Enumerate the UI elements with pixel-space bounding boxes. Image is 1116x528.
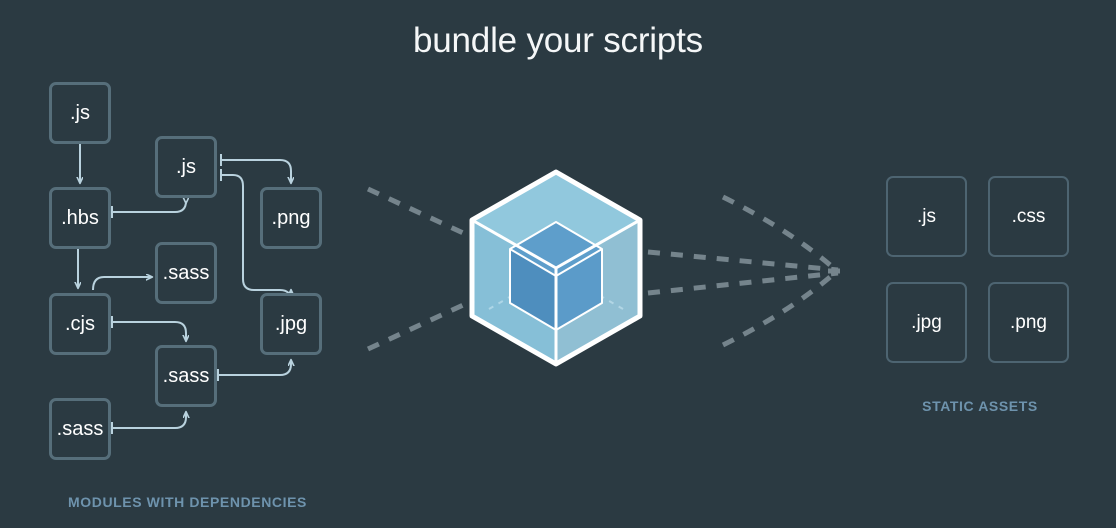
modules-caption: MODULES WITH DEPENDENCIES — [67, 494, 307, 510]
module-box-png[interactable]: .png — [260, 187, 322, 249]
asset-label: .css — [1011, 205, 1046, 227]
module-box-js-1[interactable]: .js — [49, 82, 111, 144]
module-label: .hbs — [61, 206, 99, 229]
module-label: .sass — [56, 417, 104, 440]
asset-box-js[interactable]: .js — [886, 176, 967, 257]
webpack-cube-logo — [469, 169, 643, 367]
module-box-hbs[interactable]: .hbs — [49, 187, 111, 249]
module-box-cjs[interactable]: .cjs — [49, 293, 111, 355]
outbound-dashed-arrow — [647, 194, 851, 348]
module-box-js-2[interactable]: .js — [155, 136, 217, 198]
asset-box-jpg[interactable]: .jpg — [886, 282, 967, 363]
asset-label: .jpg — [911, 311, 942, 333]
asset-box-png[interactable]: .png — [988, 282, 1069, 363]
module-label: .png — [271, 206, 311, 229]
asset-label: .js — [917, 205, 936, 227]
asset-box-css[interactable]: .css — [988, 176, 1069, 257]
module-box-sass-3[interactable]: .sass — [49, 398, 111, 460]
page-title: bundle your scripts — [413, 21, 703, 60]
module-label: .cjs — [65, 312, 95, 335]
module-label: .sass — [162, 364, 210, 387]
module-box-jpg[interactable]: .jpg — [260, 293, 322, 355]
asset-label: .png — [1010, 311, 1047, 333]
inbound-dashed-arrows — [366, 186, 476, 352]
module-box-sass-1[interactable]: .sass — [155, 242, 217, 304]
module-box-sass-2[interactable]: .sass — [155, 345, 217, 407]
module-label: .jpg — [274, 312, 308, 335]
module-label: .js — [176, 155, 196, 178]
assets-caption: STATIC ASSETS — [922, 398, 1038, 414]
module-label: .sass — [162, 261, 210, 284]
module-label: .js — [70, 101, 90, 124]
